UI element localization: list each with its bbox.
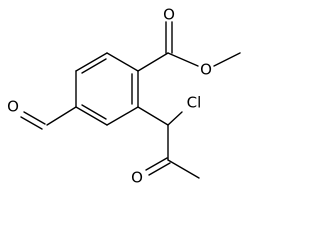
- methoxy-bond: [213, 52, 241, 67]
- ester-carbonyl-oxygen-label: O: [163, 6, 175, 24]
- aldehyde-bond: [46, 106, 77, 126]
- atom-labels: O O Cl O O: [7, 6, 212, 187]
- aldehyde-double-bond: [20, 116, 43, 130]
- ester-single-bond: [167, 52, 199, 67]
- ester-oxygen-label: O: [200, 61, 212, 79]
- ester-bond: [137, 52, 169, 72]
- ketone-double-bond: [145, 157, 168, 171]
- ring-double-bond: [81, 58, 107, 74]
- chemical-structure: O O Cl O O: [7, 6, 241, 187]
- ketone-oxygen-label: O: [131, 169, 143, 187]
- chlorine-bond: [167, 111, 183, 126]
- side-chain-bond: [137, 106, 169, 126]
- methyl-bond: [167, 159, 200, 179]
- ring-double-bond: [81, 104, 107, 120]
- bonds: [20, 21, 241, 179]
- ring-bond: [106, 106, 139, 126]
- aldehyde-oxygen-label: O: [7, 98, 19, 116]
- ring-bond: [106, 52, 139, 72]
- aldehyde-double-bond: [23, 111, 46, 125]
- ring-bond: [75, 52, 108, 72]
- ketone-double-bond: [148, 162, 171, 176]
- ring-bond: [75, 106, 108, 126]
- chlorine-label: Cl: [187, 94, 202, 112]
